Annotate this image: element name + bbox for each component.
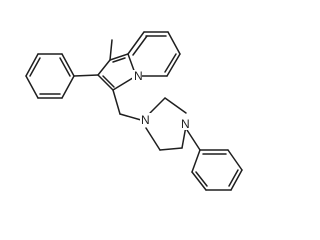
bond-c2-phenyl	[73, 74, 99, 77]
bond-ph1-f-double	[59, 57, 71, 77]
bond-ph1-f	[61, 53, 75, 77]
bond-ph2-b-double	[195, 171, 208, 187]
bond-ph2-d	[230, 169, 243, 191]
atom-bg	[140, 113, 151, 126]
molecule-structure: N N N	[25, 31, 243, 191]
bond-c8a-c8-double	[132, 35, 148, 56]
bond-ph1-d-double	[29, 57, 41, 77]
bond-methyl	[109, 39, 113, 61]
atom-bg	[180, 117, 191, 130]
bond-pip-d	[159, 147, 183, 151]
bond-npip-phenyl	[186, 129, 201, 151]
bond-ph2-b	[191, 171, 207, 191]
bond-ch2-npip	[119, 113, 142, 121]
bond-c2-c3-double	[102, 75, 115, 88]
bond-pip-e	[145, 127, 161, 151]
bond-ph2-d-double	[228, 169, 239, 187]
bond-c8a-c1	[109, 53, 129, 61]
bond-ph2-e	[227, 149, 243, 171]
bond-pip-b	[164, 97, 187, 114]
bond-c1-c2	[97, 59, 111, 76]
molecule-canvas: N N N	[25, 31, 243, 191]
bond-ph1-c	[25, 75, 39, 99]
bond-c7-c6	[167, 31, 181, 55]
bond-ph1-d	[25, 53, 39, 77]
atom-bg	[132, 70, 142, 82]
bond-c6-c5-double	[164, 53, 177, 73]
atom-label-n-piperazine-2: N	[181, 117, 190, 131]
atom-label-n-piperazine-1: N	[141, 113, 150, 127]
bond-c3-ch2	[112, 89, 121, 115]
bond-c6-c5	[166, 53, 181, 77]
bond-ph1-a	[61, 75, 75, 99]
bond-c2-c3	[97, 74, 114, 91]
atom-label-n-indolizine: N	[134, 69, 143, 83]
bond-pip-a	[149, 97, 166, 114]
bond-ph2-a	[191, 149, 201, 173]
bond-c8a-c1-double	[112, 57, 126, 63]
bond-c8a-c8	[127, 31, 145, 55]
